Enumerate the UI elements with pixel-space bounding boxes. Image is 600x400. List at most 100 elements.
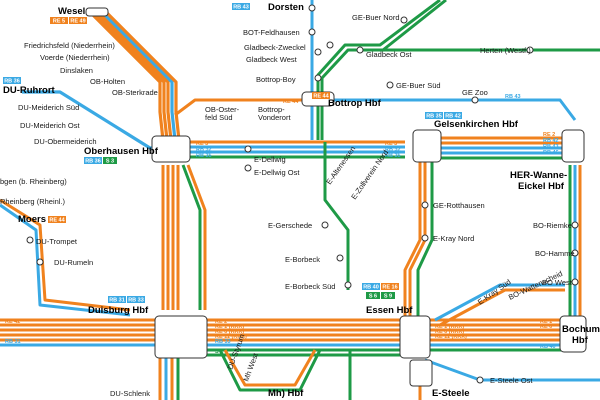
label-her-wanne: HER-Wanne-Eickel Hbf (510, 170, 567, 192)
badge-rb36: RB 36 (4, 79, 20, 85)
station-gelsenkirchen-hbf[interactable] (412, 129, 442, 163)
station-gladbeck-zweckel[interactable] (326, 41, 334, 49)
station-bo-riemke[interactable] (571, 221, 579, 229)
badges: RE 5 RE 49 RB 43 RB 36 RB 36 S 3 RE 44 R… (3, 3, 462, 304)
station-dorsten[interactable] (308, 4, 316, 12)
badge-rb36-ob: RB 36 (85, 159, 101, 165)
route-re1-e: RE 1 (RRX) (435, 324, 464, 330)
route-rb35: RB 35 (196, 153, 212, 159)
badge-rb40: RB 40 (363, 285, 379, 291)
label-du-obermeiderich: DU-Obermeiderich (34, 137, 97, 146)
label-bo-west: BO West (542, 278, 573, 287)
label-gladbeck-west: Gladbeck West (246, 55, 298, 64)
badge-re44: RE 44 (313, 94, 329, 100)
label-bo-riemke: BO-Riemke (533, 221, 572, 230)
label-e-dellwig-ost: E-Dellwig Ost (254, 168, 300, 177)
route-re11-e: RE 11 (RRX) (435, 334, 467, 340)
badge-re5: RE 5 (53, 19, 65, 25)
label-gelsenkirchen-hbf: Gelsenkirchen Hbf (434, 119, 519, 130)
label-dinslaken: Dinslaken (60, 66, 93, 75)
station-ge-buer-sued[interactable] (386, 81, 394, 89)
route-re44-ob: RE 44 (283, 99, 299, 105)
badge-rb31: RB 31 (109, 298, 125, 304)
label-du-schlenk: DU-Schlenk (110, 389, 150, 398)
route-re6-d: RE 6 (RRX) (215, 329, 244, 335)
route-re3-b: RE 3 (385, 141, 397, 147)
station-e-borbeck-sued[interactable] (344, 281, 352, 289)
route-re6-b: RE 6 (540, 324, 552, 330)
station-gladbeck-west[interactable] (314, 48, 322, 56)
label-ge-buer-nord: GE-Buer Nord (352, 13, 400, 22)
route-rb32: RB 32 (196, 147, 212, 153)
station-e-gerschede[interactable] (321, 221, 329, 229)
station-gladbeck-ost[interactable] (356, 46, 364, 54)
station-e-dellwig-ost[interactable] (244, 164, 252, 172)
label-herten: Herten (Westf.) (480, 46, 531, 55)
label-moers: Moers (18, 214, 46, 225)
label-e-kray-nord: E-Kray Nord (433, 234, 474, 243)
station-bottrop-boy[interactable] (314, 74, 322, 82)
badge-re49: RE 49 (70, 19, 85, 25)
line-gelsen-essen-2 (408, 162, 427, 320)
station-du-trompet[interactable] (26, 236, 34, 244)
station-herten[interactable] (526, 46, 534, 54)
label-wesel: Wesel (58, 6, 85, 17)
label-oberhausen-hbf: Oberhausen Hbf (84, 146, 159, 157)
line-duisburg-south (158, 355, 180, 400)
label-rheinberg: bgen (b. Rheinberg) (0, 177, 67, 186)
station-e-steele[interactable] (409, 359, 433, 387)
station-essen-hbf[interactable] (399, 315, 431, 359)
label-friedrichsfeld: Friedrichsfeld (Niederrhein) (24, 41, 115, 50)
station-wesel[interactable] (85, 7, 109, 17)
route-rb33-d: RB 33 (215, 339, 231, 345)
station-e-kray-nord[interactable] (421, 234, 429, 242)
label-rheinberg2: Rheinberg (Rheinl.) (0, 197, 66, 206)
badge-s6: S 6 (369, 294, 377, 300)
station-oberhausen-hbf[interactable] (151, 135, 191, 163)
label-essen-hbf: Essen Hbf (366, 305, 413, 316)
label-gladbeck-zweckel: Gladbeck-Zweckel (244, 43, 306, 52)
station-ge-rotthausen[interactable] (421, 201, 429, 209)
label-du-rumeln: DU-Rumeln (54, 258, 93, 267)
label-ob-sterkrade: OB-Sterkrade (112, 88, 158, 97)
route-re2-g: RE 2 (543, 132, 555, 138)
route-rb35-b: RB 35 (385, 153, 401, 159)
line-mh-2 (223, 349, 317, 387)
label-e-steele: E-Steele (432, 388, 470, 399)
route-labels: RE 3 RB 32 RB 35 RE 3 RB 32 RB 35 RE 2 R… (5, 94, 559, 355)
route-re42-w: RE 42 (5, 319, 20, 325)
label-ob-holten: OB-Holten (90, 77, 125, 86)
station-e-dellwig[interactable] (244, 145, 252, 153)
station-bochum-hbf[interactable] (559, 315, 587, 353)
line-ob-south (161, 164, 207, 310)
badge-s3: S 3 (106, 159, 114, 165)
station-her-wanne[interactable] (561, 129, 585, 163)
station-e-steele-ost[interactable] (476, 376, 484, 384)
label-ob-osterfeld: OB-Oster-feld Süd (205, 105, 240, 122)
line-wesel-oberhausen (86, 8, 181, 141)
badge-rb35: RB 35 (426, 114, 442, 120)
station-ge-zoo[interactable] (471, 96, 479, 104)
station-bo-west[interactable] (571, 278, 579, 286)
route-re6-e: RE 6 (RRX) (435, 329, 464, 335)
label-bo-hamme: BO-Hamme (535, 249, 575, 258)
station-ge-buer-nord[interactable] (400, 16, 408, 24)
route-re1-b: RE 1 (540, 319, 552, 325)
station-e-borbeck[interactable] (336, 254, 344, 262)
station-du-rumeln[interactable] (36, 258, 44, 266)
label-e-steele-ost: E-Steele Ost (490, 376, 533, 385)
label-ge-rotthausen: GE-Rotthausen (433, 201, 485, 210)
line-gelsen-essen (403, 162, 422, 320)
line-kray-2 (439, 288, 565, 327)
stations (26, 4, 587, 387)
route-rb40-b: RB 40 (540, 344, 556, 350)
label-e-dellwig: E-Dellwig (254, 155, 286, 164)
route-rb32-b: RB 32 (385, 147, 401, 153)
station-bo-hamme[interactable] (571, 249, 579, 257)
station-bot-feldhausen[interactable] (308, 28, 316, 36)
station-duisburg-hbf[interactable] (154, 315, 208, 359)
route-re11-d: RE 11 (RRX) (215, 334, 247, 340)
badge-re44-moers: RE 44 (49, 218, 65, 224)
route-rb31-w: RB 31 (5, 339, 21, 345)
